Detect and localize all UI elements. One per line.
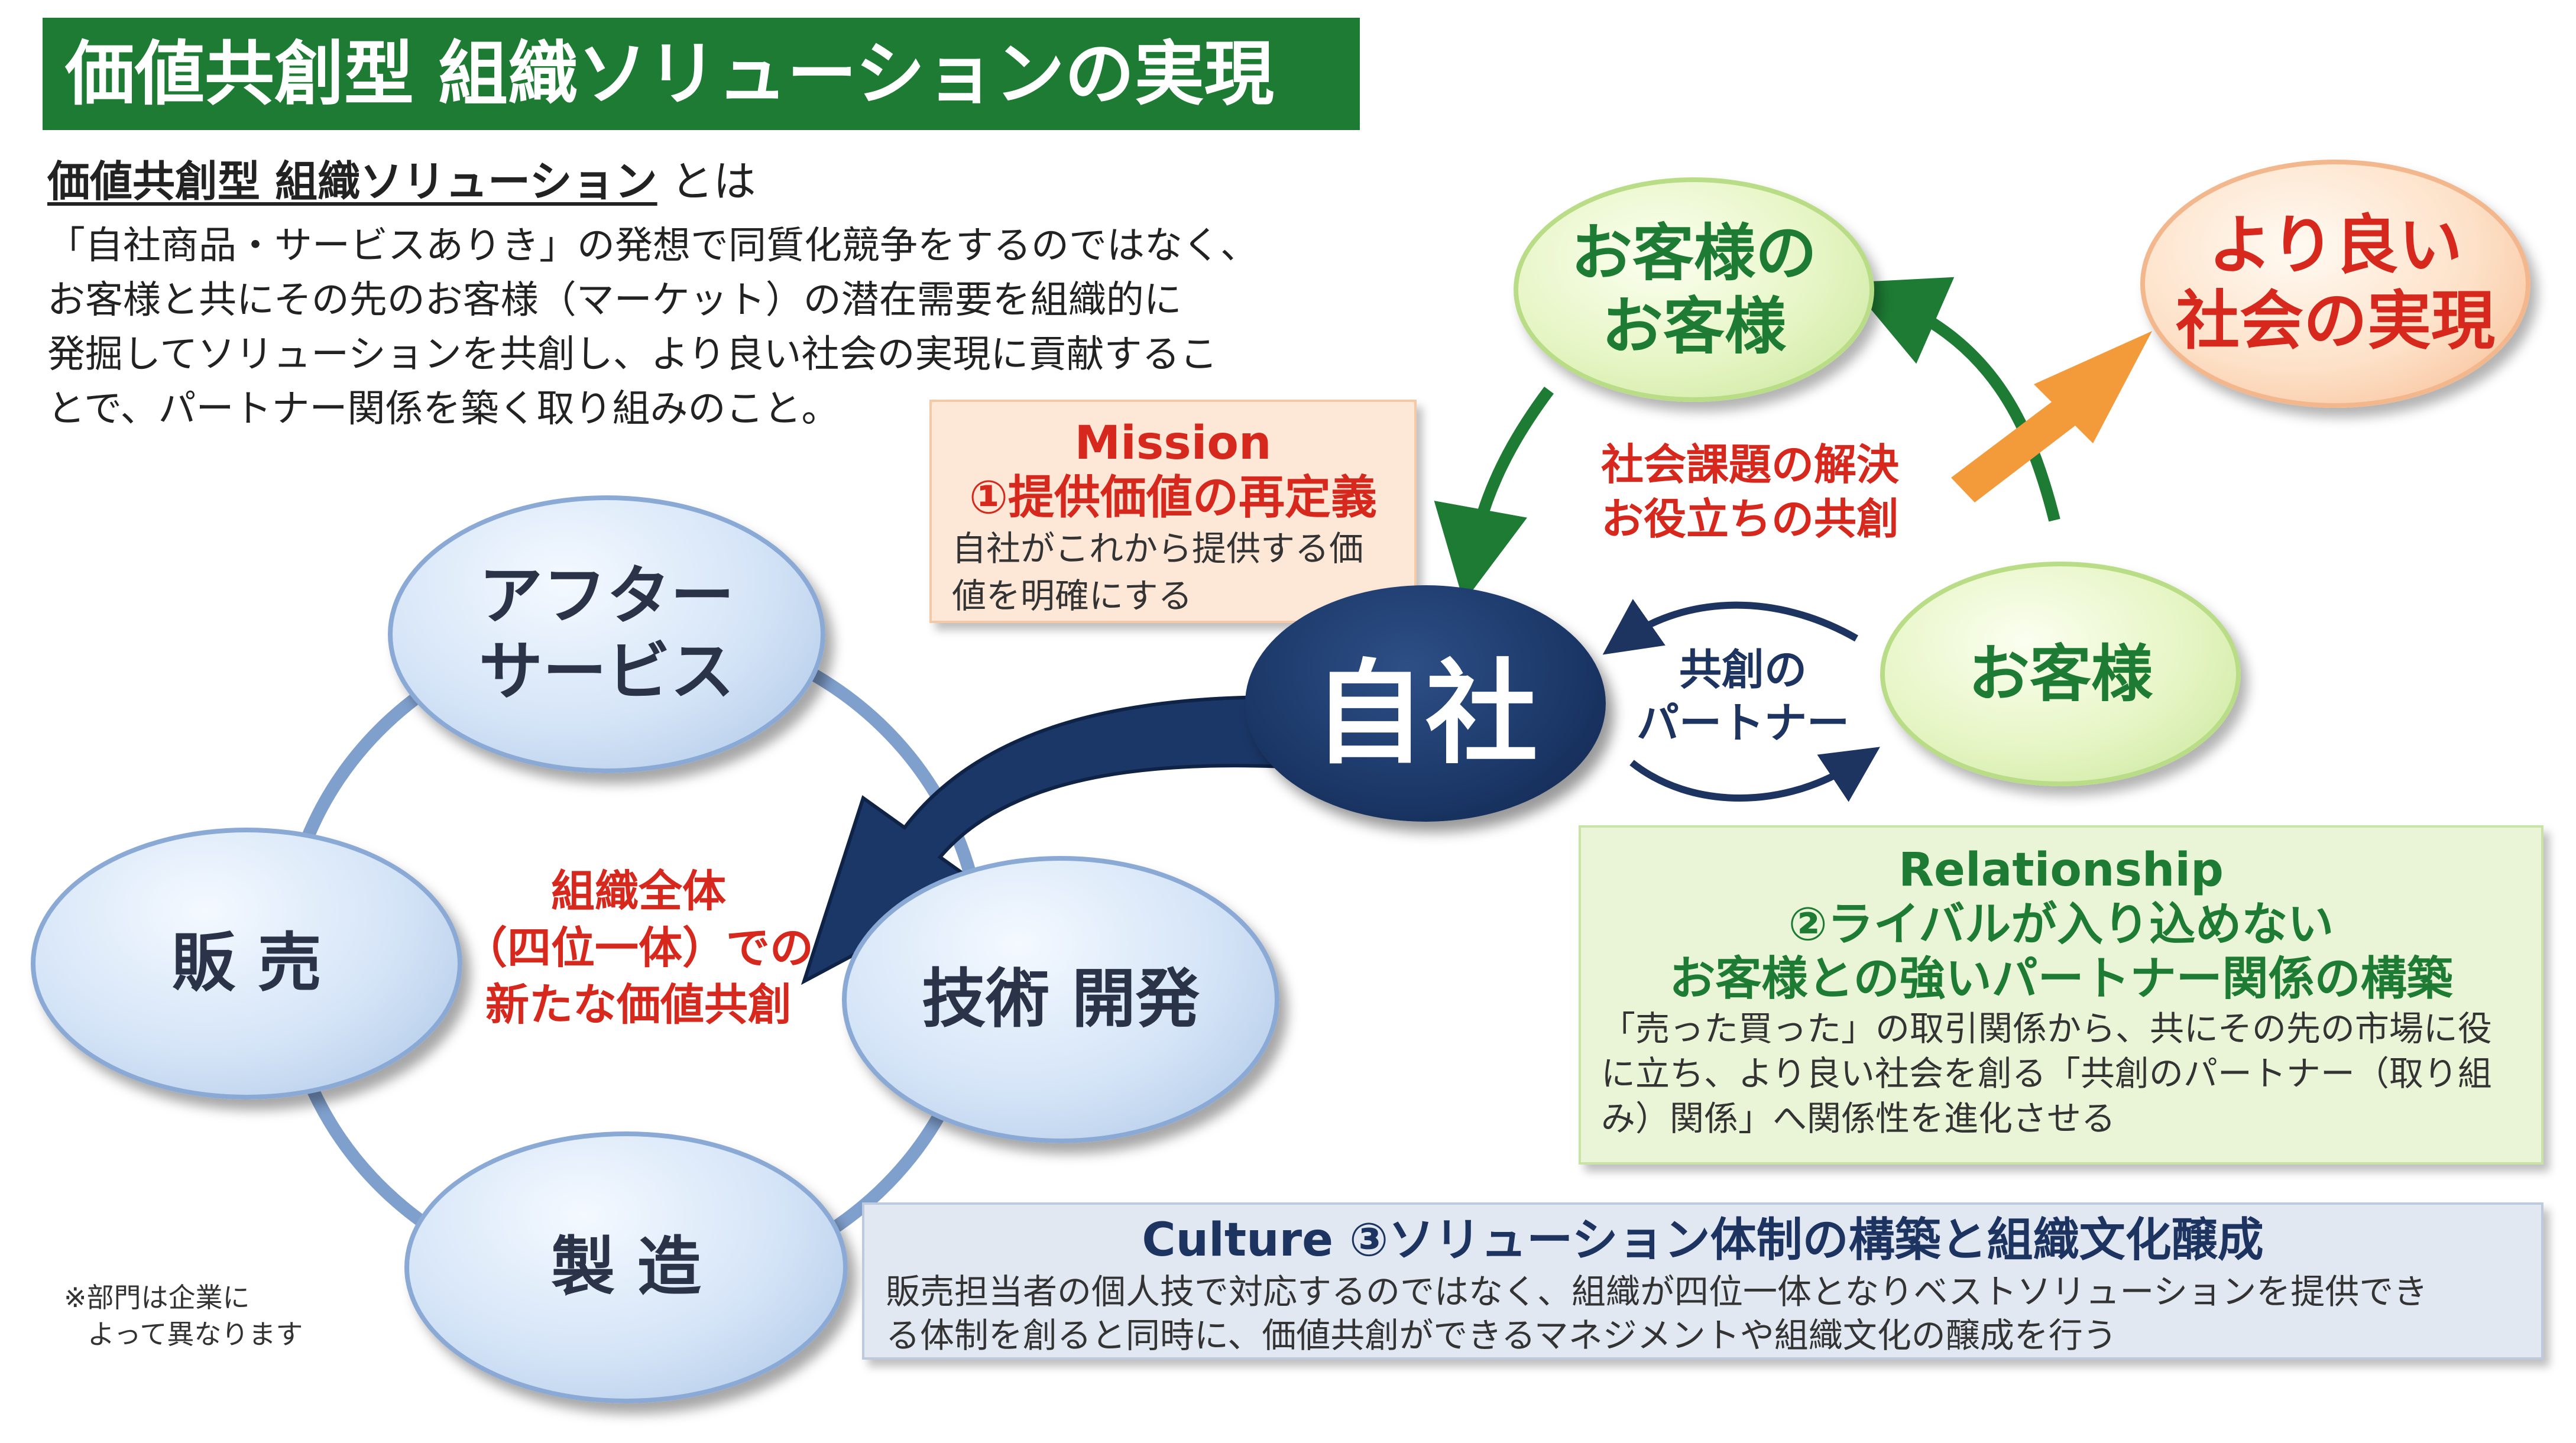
relationship-line: に立ち、より良い社会を創る「共創のパートナー（取り組 <box>1601 1053 2492 1094</box>
culture-line: 販売担当者の個人技で対応するのではなく、組織が四位一体となりベストソリューション… <box>886 1272 2428 1312</box>
definition-line: 発掘してソリューションを共創し、より良い社会の実現に貢献するこ <box>47 333 1218 377</box>
green-arrow-upper <box>1848 277 2060 522</box>
jisha-node: 自社 <box>1245 585 1606 822</box>
customer-node: お客様 <box>1880 562 2241 786</box>
definition-line: お客様と共にその先のお客様（マーケット）の潜在需要を組織的に <box>47 278 1182 322</box>
customers-customer-label: お客様 <box>1601 290 1786 362</box>
mission-line: 自社がこれから提供する価 <box>952 528 1364 569</box>
mission-title: ①提供価値の再定義 <box>968 471 1378 524</box>
partner-arrow-bottom <box>1629 747 1880 802</box>
sales-label: 販 売 <box>171 926 322 1000</box>
relationship-heading: Relationship <box>1898 844 2224 897</box>
mission-line: 値を明確にする <box>952 576 1193 616</box>
footnote: ※部門は企業に よって異なります <box>64 1279 303 1353</box>
better-society-node: より良い社会の実現 <box>2140 160 2530 408</box>
orange-arrow <box>1951 331 2152 502</box>
culture-heading: Culture ③ソリューション体制の構築と組織文化醸成 <box>1142 1214 2264 1267</box>
partner-label: 共創の パートナー <box>1619 643 1867 750</box>
definition-suffix: とは <box>670 157 756 206</box>
after-service-label: アフター <box>478 559 734 633</box>
social-label: 社会課題の解決 お役立ちの共創 <box>1561 437 1939 546</box>
relationship-title: お客様との強いパートナー関係の構築 <box>1669 952 2453 1006</box>
social-label-line: お役立ちの共創 <box>1600 494 1899 544</box>
cycle-center-line: 組織全体 <box>551 866 726 917</box>
manufacturing-node: 製 造 <box>404 1131 848 1403</box>
after-service-node: アフターサービス <box>388 495 825 773</box>
cycle-center-line: （四位一体）での <box>464 923 814 974</box>
jisha-label: 自社 <box>1313 648 1538 779</box>
customer-label: お客様 <box>1968 638 2153 710</box>
partner-label-line: 共創の <box>1679 645 1807 695</box>
mission-heading: Mission <box>1074 417 1272 470</box>
footnote-line: よって異なります <box>88 1318 303 1350</box>
social-label-line: 社会課題の解決 <box>1600 440 1899 489</box>
partner-label-line: パートナー <box>1636 698 1849 748</box>
definition-term: 価値共創型 組織ソリューション <box>47 157 657 206</box>
relationship-title: ②ライバルが入り込めない <box>1788 898 2334 951</box>
partner-arrow-top <box>1602 599 1858 655</box>
mission-box: Mission ①提供価値の再定義 自社がこれから提供する価 値を明確にする <box>929 400 1417 623</box>
culture-box: Culture ③ソリューション体制の構築と組織文化醸成 販売担当者の個人技で対… <box>862 1202 2543 1360</box>
definition-line: とで、パートナー関係を築く取り組みのこと。 <box>47 387 840 431</box>
relationship-line: み）関係」へ関係性を進化させる <box>1601 1098 2116 1139</box>
manufacturing-label: 製 造 <box>551 1230 701 1304</box>
better-society-label: 社会の実現 <box>2175 284 2495 358</box>
tech-dev-label: 技術 開発 <box>922 962 1200 1036</box>
footnote-line: ※部門は企業に <box>64 1282 250 1314</box>
page-title: 価値共創型 組織ソリューションの実現 <box>43 18 1360 130</box>
definition-heading: 価値共創型 組織ソリューション とは <box>47 147 756 209</box>
culture-line: る体制を創ると同時に、価値共創ができるマネジメントや組織文化の醸成を行う <box>886 1315 2117 1356</box>
cycle-center-line: 新たな価値共創 <box>485 980 792 1030</box>
tech-dev-node: 技術 開発 <box>842 856 1279 1143</box>
after-service-label: サービス <box>478 635 734 709</box>
cycle-center-text: 組織全体 （四位一体）での 新たな価値共創 <box>455 863 822 1033</box>
customers-customer-label: お客様の <box>1570 217 1817 289</box>
relationship-line: 「売った買った」の取引関係から、共にその先の市場に役 <box>1601 1009 2492 1049</box>
customers-customer-node: お客様のお客様 <box>1514 177 1874 402</box>
definition-line: 「自社商品・サービスありき」の発想で同質化競争をするのではなく、 <box>47 224 1258 268</box>
definition-text: 「自社商品・サービスありき」の発想で同質化競争をするのではなく、 お客様と共にそ… <box>47 219 1348 436</box>
sales-node: 販 売 <box>31 828 462 1100</box>
relationship-box: Relationship ②ライバルが入り込めない お客様との強いパートナー関係… <box>1579 825 2543 1165</box>
green-arrow-lower <box>1434 387 1554 602</box>
better-society-label: より良い <box>2208 209 2462 283</box>
